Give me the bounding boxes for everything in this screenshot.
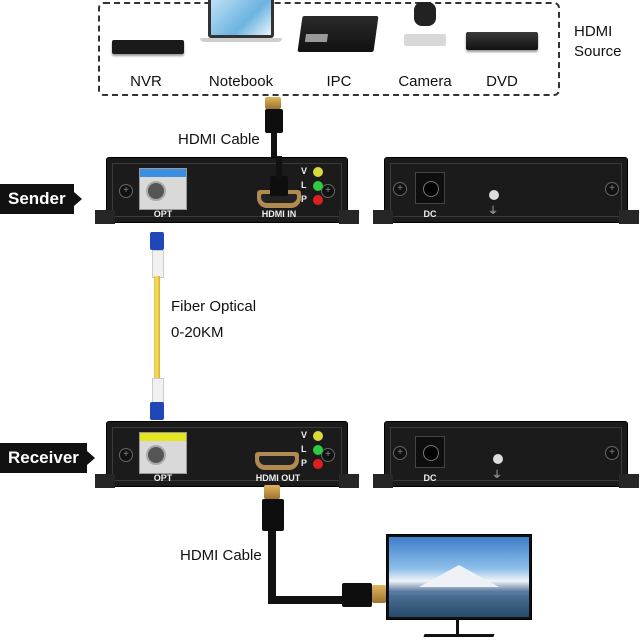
opt-label: OPT bbox=[153, 209, 173, 219]
hdmi-plug-inserted bbox=[270, 176, 288, 196]
device-label: NVR bbox=[130, 73, 162, 90]
device-camera: Camera bbox=[392, 0, 458, 90]
hdmi-plug bbox=[342, 583, 372, 607]
screw-icon: + bbox=[321, 184, 335, 198]
sfp-latch bbox=[140, 433, 186, 441]
receiver-front-panel: + + OPT HDMI OUT V L P bbox=[95, 421, 359, 488]
monitor-stand bbox=[456, 619, 459, 637]
opt-label: OPT bbox=[153, 473, 173, 483]
device-dvd: DVD bbox=[462, 14, 542, 90]
screw-icon: + bbox=[321, 448, 335, 462]
hdmi-source-group: NVR Notebook IPC Camera DVD bbox=[98, 0, 560, 96]
bottom-cable-label: HDMI Cable bbox=[180, 547, 262, 564]
nvr-icon bbox=[112, 40, 184, 54]
hdmi-plug bbox=[262, 499, 284, 531]
sfp-latch bbox=[140, 169, 186, 177]
hdmi-plug bbox=[265, 109, 283, 133]
screw-icon: + bbox=[119, 184, 133, 198]
screw-icon: + bbox=[393, 182, 407, 196]
top-cable-label: HDMI Cable bbox=[178, 131, 260, 148]
fiber-label: Fiber Optical 0-20KM bbox=[171, 294, 256, 346]
dc-label: DC bbox=[423, 209, 437, 219]
hdmi-plug-tip bbox=[265, 97, 281, 109]
ground-symbol-icon: ⏚ bbox=[492, 470, 502, 481]
dc-label: DC bbox=[423, 473, 437, 483]
fiber-distance: 0-20KM bbox=[171, 324, 224, 341]
hdmi-in-port bbox=[257, 190, 301, 208]
led-l-indicator bbox=[313, 445, 323, 455]
device-label: Notebook bbox=[208, 73, 274, 90]
notebook-icon bbox=[208, 0, 274, 38]
sender-rear-panel: + + DC ⏚ bbox=[373, 157, 639, 224]
device-nvr: NVR bbox=[106, 16, 186, 90]
hdmi-plug-tip bbox=[264, 485, 280, 499]
hdmi-source-label-line2: Source bbox=[574, 43, 622, 60]
sender-tag: Sender bbox=[0, 184, 82, 214]
dvd-icon bbox=[466, 32, 538, 50]
dc-power-jack bbox=[415, 172, 445, 204]
device-ipc: IPC bbox=[296, 6, 382, 90]
screw-icon: + bbox=[393, 446, 407, 460]
camera-icon bbox=[402, 0, 448, 48]
device-label: Camera bbox=[398, 73, 452, 90]
led-v-indicator bbox=[313, 167, 323, 177]
dc-power-jack bbox=[415, 436, 445, 468]
device-notebook: Notebook bbox=[200, 0, 282, 90]
sender-front-panel: + + OPT HDMI IN V L P bbox=[95, 156, 359, 224]
ground-screw-icon bbox=[489, 190, 499, 200]
led-p-indicator bbox=[313, 459, 323, 469]
hdmi-out-label: HDMI OUT bbox=[255, 473, 301, 483]
screw-icon: + bbox=[605, 446, 619, 460]
ground-symbol-icon: ⏚ bbox=[488, 206, 498, 217]
device-label: IPC bbox=[326, 73, 352, 90]
screw-icon: + bbox=[119, 448, 133, 462]
hdmi-in-label: HDMI IN bbox=[261, 209, 297, 219]
led-v-indicator bbox=[313, 431, 323, 441]
hdmi-out-port bbox=[255, 452, 299, 470]
sfp-opt-port bbox=[139, 168, 187, 210]
receiver-rear-panel: + + DC ⏚ bbox=[373, 421, 639, 488]
hdmi-plug-tip bbox=[372, 585, 386, 603]
ground-screw-icon bbox=[493, 454, 503, 464]
monitor-screen bbox=[386, 534, 532, 620]
receiver-tag: Receiver bbox=[0, 443, 95, 473]
led-p-indicator bbox=[313, 195, 323, 205]
hdmi-source-label: HDMI Source bbox=[574, 22, 622, 62]
lc-connector-bottom bbox=[150, 402, 164, 420]
led-l-indicator bbox=[313, 181, 323, 191]
device-label: DVD bbox=[486, 73, 518, 90]
fiber-label-line1: Fiber Optical bbox=[171, 298, 257, 315]
screw-icon: + bbox=[605, 182, 619, 196]
sfp-opt-port bbox=[139, 432, 187, 474]
lc-connector-top bbox=[150, 232, 164, 250]
hdmi-source-label-line1: HDMI bbox=[574, 23, 613, 40]
monitor-icon bbox=[386, 534, 532, 644]
ipc-icon bbox=[297, 16, 379, 52]
